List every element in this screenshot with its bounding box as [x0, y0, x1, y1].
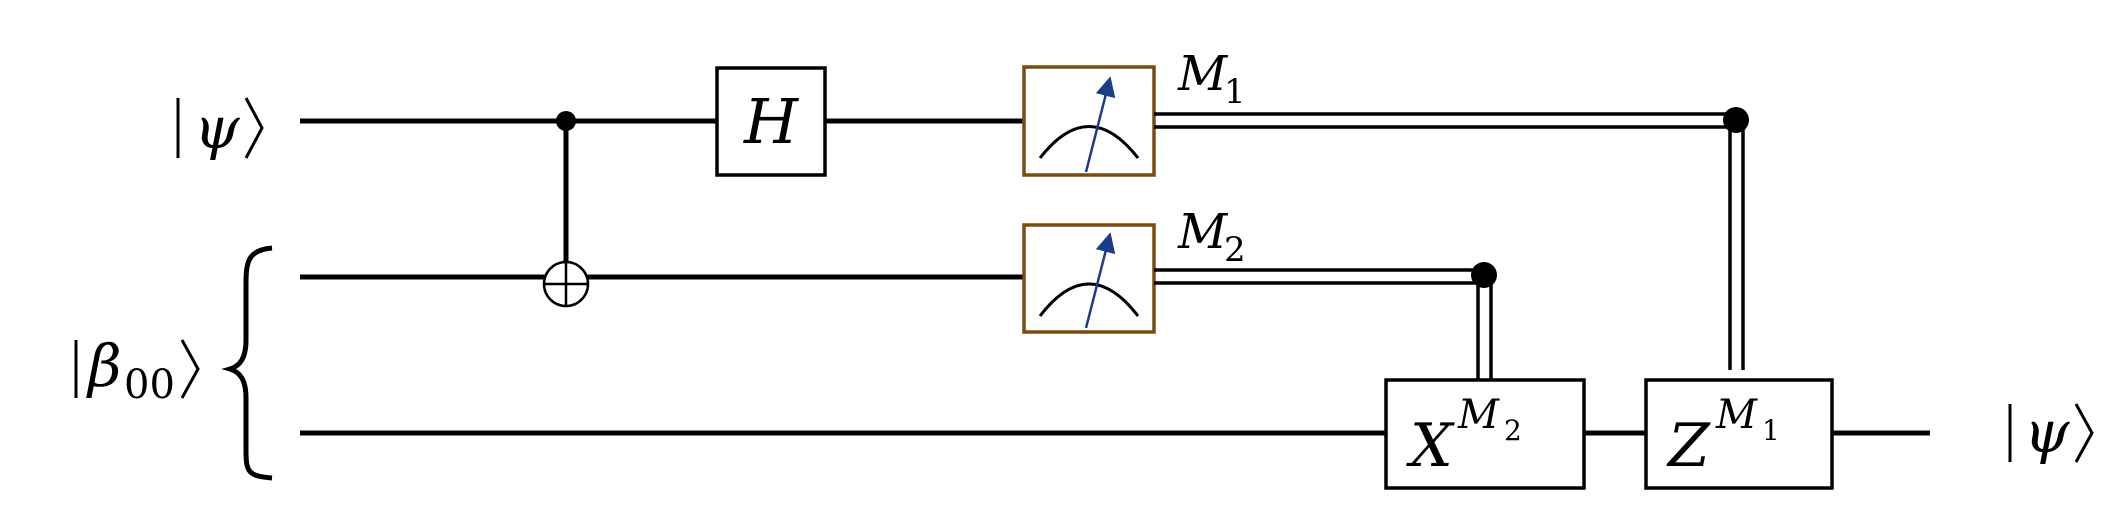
svg-text:1: 1 — [1224, 72, 1246, 112]
hadamard-label: H — [743, 85, 800, 158]
measurement-meter-1 — [1022, 65, 1156, 177]
cnot-gate — [542, 111, 590, 308]
input-beta-subscript: 00 — [124, 362, 175, 408]
classical-wire-m2 — [1154, 262, 1497, 380]
m1-control-dot — [1723, 107, 1749, 133]
meter-2-arc-icon — [1038, 282, 1140, 317]
measurement-meter-2 — [1022, 223, 1156, 334]
z-gate-base: Z — [1666, 411, 1711, 481]
meter-1-needle-icon — [1084, 76, 1116, 173]
classical-wire-m1 — [1154, 107, 1749, 370]
input-beta-symbol: β — [86, 332, 122, 400]
svg-text:M: M — [1177, 204, 1229, 260]
x-gate-exp-letter: M — [1457, 392, 1500, 438]
z-gate-exp-letter: M — [1715, 392, 1758, 438]
bell-pair-brace — [221, 245, 273, 481]
output-psi-ket: ψ — [2008, 398, 2094, 466]
meter-2-needle-icon — [1084, 232, 1116, 329]
cnot-control-dot — [556, 111, 576, 131]
svg-text:M: M — [1177, 46, 1229, 102]
input-beta-ket: β 00 — [74, 332, 200, 408]
m2-label: M 2 — [1177, 204, 1246, 270]
input-psi-symbol: ψ — [194, 94, 240, 162]
m1-label: M 1 — [1177, 46, 1246, 112]
output-psi-symbol: ψ — [2024, 398, 2070, 466]
z-gate-exp-index: 1 — [1762, 414, 1780, 447]
x-correction-gate: X M 2 — [1384, 378, 1586, 490]
meter-1-arc-icon — [1038, 125, 1140, 159]
x-gate-base: X — [1406, 411, 1455, 481]
z-correction-gate: Z M 1 — [1644, 378, 1834, 490]
input-psi-ket: ψ — [176, 94, 264, 162]
hadamard-gate: H — [715, 66, 827, 177]
svg-text:2: 2 — [1224, 230, 1246, 270]
m2-control-dot — [1471, 262, 1497, 288]
x-gate-exp-index: 2 — [1504, 414, 1522, 447]
